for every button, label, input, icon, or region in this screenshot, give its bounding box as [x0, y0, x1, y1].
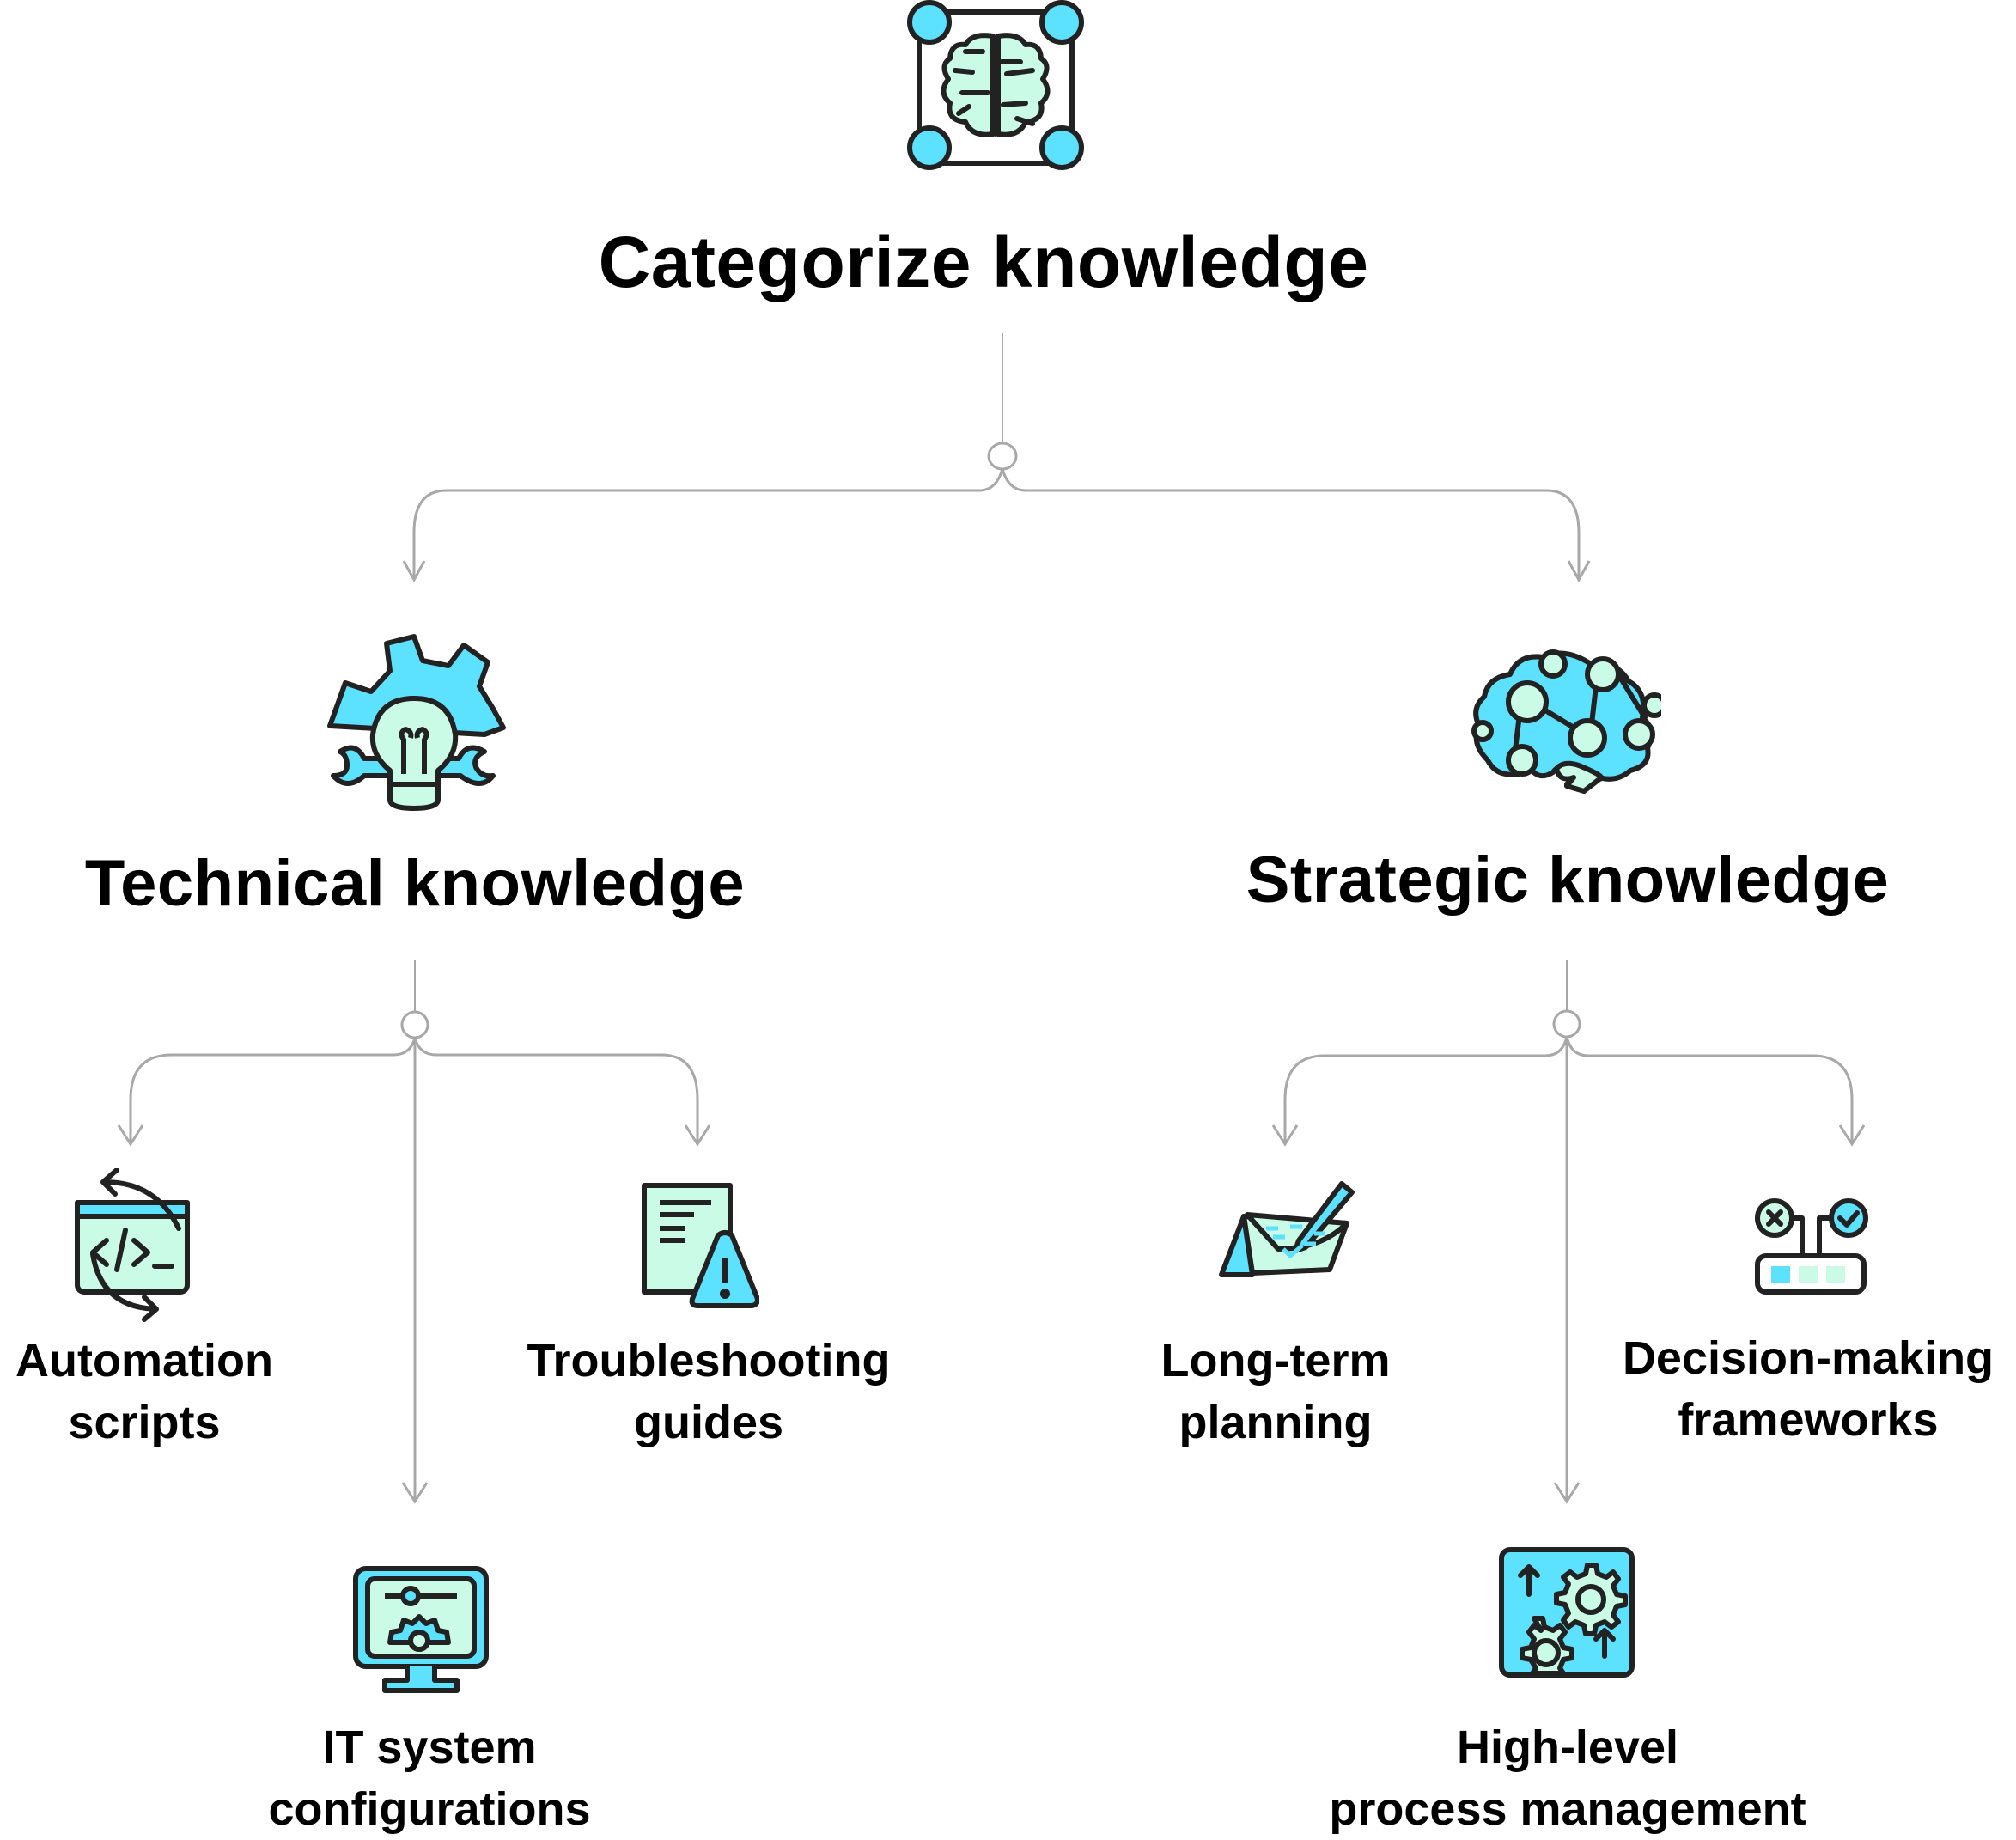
technical-connector	[117, 960, 711, 1504]
root-title: Categorize knowledge	[598, 222, 1369, 302]
brain-network-frame-icon	[907, 0, 1084, 170]
leaf-line-2: frameworks	[1678, 1394, 1939, 1446]
strategic-title: Strategic knowledge	[1246, 844, 1890, 917]
leaf-long-term-planning: Long-term planning	[1099, 1330, 1452, 1453]
leaf-line-2: guides	[633, 1397, 784, 1448]
gears-arrows-icon	[1499, 1547, 1635, 1678]
root-connector	[402, 333, 1591, 583]
gear-lightbulb-wrench-icon	[327, 634, 506, 811]
leaf-line-1: Automation	[15, 1335, 273, 1386]
leaf-line-1: IT system	[322, 1721, 537, 1773]
code-window-cycle-icon	[75, 1168, 190, 1322]
leaf-troubleshooting-guides: Troubleshooting guides	[481, 1330, 936, 1453]
leaf-it-system-configurations: IT system configurations	[206, 1716, 653, 1840]
leaf-line-1: High-level	[1456, 1721, 1679, 1773]
leaf-line-2: planning	[1179, 1397, 1373, 1448]
leaf-high-level-process-management: High-level process management	[1288, 1716, 1847, 1840]
decision-toggle-icon	[1755, 1198, 1868, 1295]
leaf-line-2: process management	[1329, 1783, 1806, 1835]
leaf-decision-making-frameworks: Decision-making frameworks	[1598, 1327, 2016, 1451]
brain-network-icon	[1471, 649, 1661, 794]
notepad-pencil-icon	[1219, 1181, 1355, 1277]
monitor-settings-icon	[353, 1566, 489, 1693]
leaf-line-1: Long-term	[1160, 1335, 1391, 1386]
leaf-line-1: Decision-making	[1622, 1332, 1995, 1384]
leaf-line-1: Troubleshooting	[527, 1335, 891, 1386]
strategic-connector	[1271, 960, 1866, 1504]
document-warning-icon	[642, 1183, 759, 1308]
leaf-line-2: scripts	[68, 1397, 221, 1448]
technical-title: Technical knowledge	[84, 847, 746, 920]
leaf-line-2: configurations	[268, 1783, 591, 1835]
leaf-automation-scripts: Automation scripts	[0, 1330, 289, 1453]
